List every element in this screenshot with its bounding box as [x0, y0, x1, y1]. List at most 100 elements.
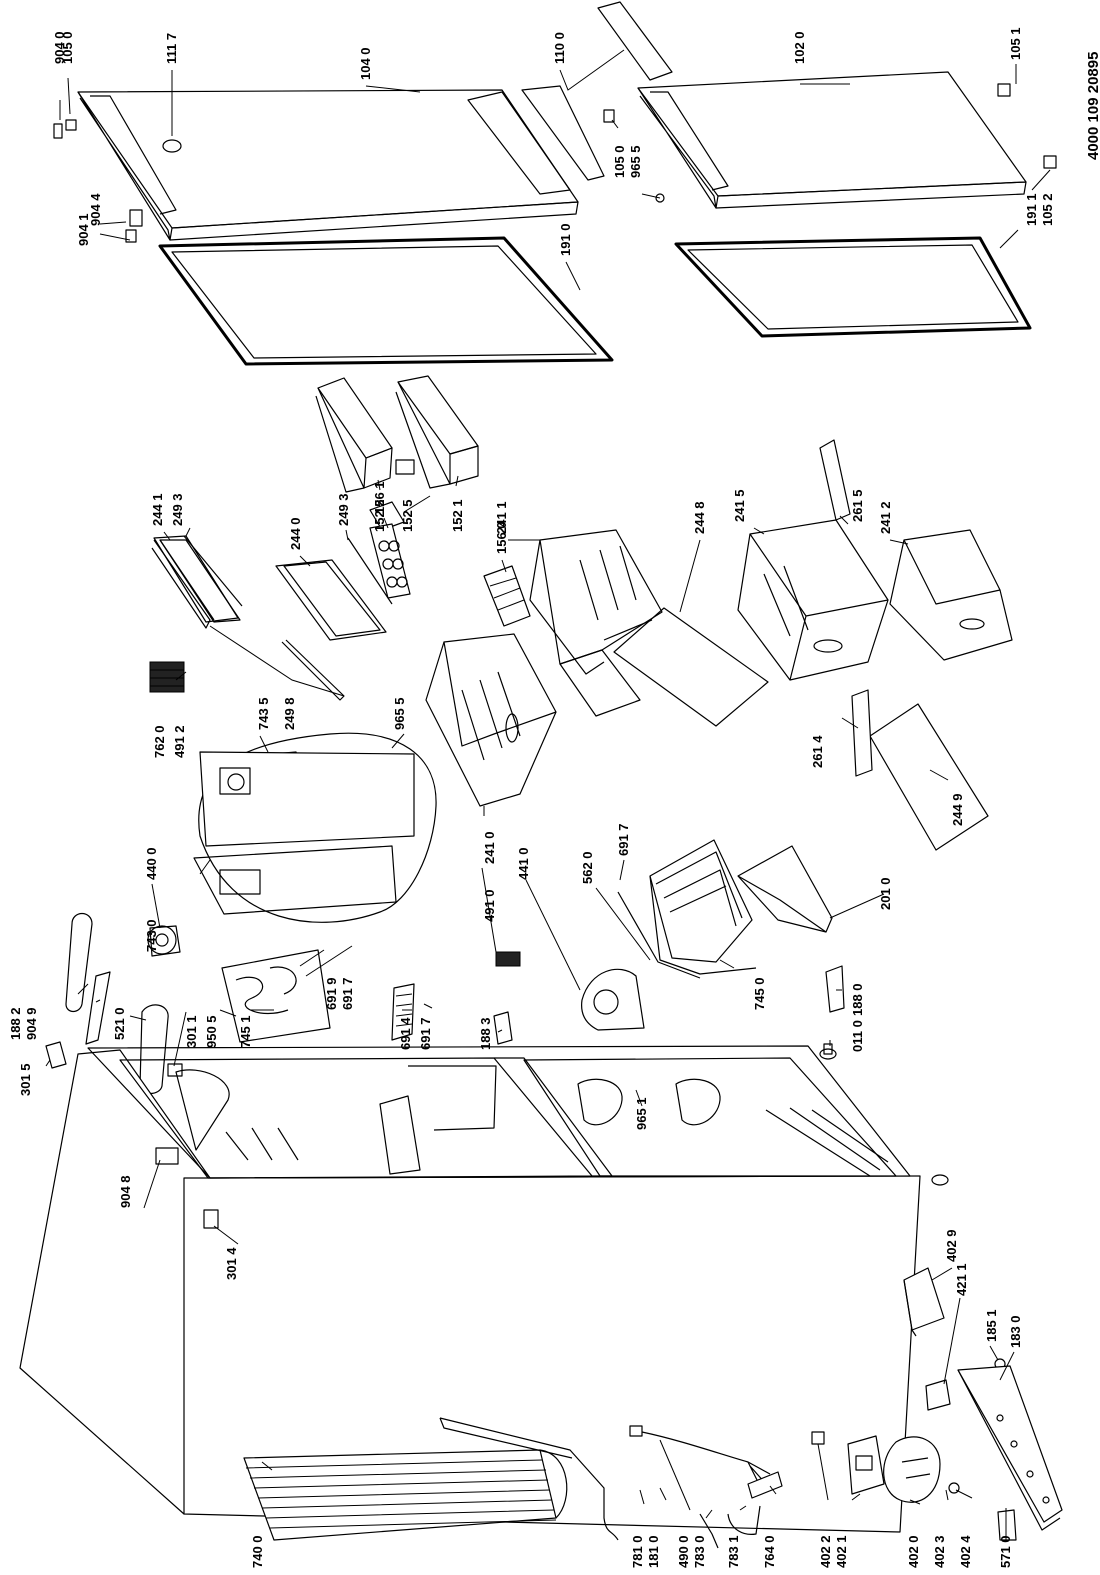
label-743-0: 743 0: [144, 919, 159, 952]
label-105-0b: 105 0: [612, 145, 627, 178]
label-244-1: 244 1: [150, 493, 165, 526]
egg-tray: [369, 523, 531, 627]
label-783-1: 783 1: [726, 1535, 741, 1568]
label-571-0: 571 0: [998, 1535, 1013, 1568]
label-104-0: 104 0: [358, 47, 373, 80]
label-402-3: 402 3: [932, 1535, 947, 1568]
condenser: [243, 1449, 568, 1541]
label-301-4: 301 4: [224, 1247, 239, 1280]
label-261-4: 261 4: [810, 735, 825, 768]
document-number: 4000 109 20895: [1085, 52, 1100, 160]
label-691-7a: 691 7: [616, 823, 631, 856]
fan-motor: [147, 925, 181, 957]
evaporator: [617, 839, 757, 979]
fridge-door: [637, 71, 1027, 209]
label-745-1: 745 1: [238, 1015, 253, 1048]
label-241-2: 241 2: [878, 501, 893, 534]
label-904-9: 904 9: [24, 1007, 39, 1040]
label-249-8: 249 8: [282, 697, 297, 730]
label-181-0: 181 0: [646, 1535, 661, 1568]
freezer-drawer-lower: [425, 633, 557, 807]
drip-tray: [737, 845, 833, 933]
label-491-2: 491 2: [172, 725, 187, 758]
power-cord: [629, 1425, 771, 1485]
door-handle: [521, 1, 673, 181]
label-244-9: 244 9: [950, 793, 965, 826]
label-152-5: 152 5: [400, 499, 415, 532]
label-490-0: 490 0: [676, 1535, 691, 1568]
label-244-8: 244 8: [692, 501, 707, 534]
label-301-5: 301 5: [18, 1063, 33, 1096]
hinge-caps: [53, 83, 1057, 243]
tubes: [699, 1505, 761, 1549]
relay-cap: [811, 1431, 825, 1445]
freezer-drawer-upper: [529, 529, 663, 717]
glass-plate-lower: [851, 689, 989, 851]
label-762-0: 762 0: [152, 725, 167, 758]
label-241-1: 241 1: [494, 501, 509, 534]
compressor: [883, 1436, 960, 1503]
label-904-4: 904 4: [88, 193, 103, 226]
label-402-2: 402 2: [818, 1535, 833, 1568]
label-105-0a: 105 0: [60, 31, 75, 64]
label-152-1: 152 1: [450, 499, 465, 532]
label-691-4: 691 4: [398, 1017, 413, 1050]
label-152-2: 152 2: [372, 499, 387, 532]
label-764-0: 764 0: [762, 1535, 777, 1568]
label-156-1: 156 1: [372, 481, 387, 514]
label-562-0: 562 0: [580, 851, 595, 884]
label-261-5: 261 5: [850, 489, 865, 522]
crisper-drawer-large: [737, 519, 889, 681]
heater-element: [221, 949, 331, 1043]
drawer-rail-upper: [819, 439, 851, 521]
label-965-5b: 965 5: [392, 697, 407, 730]
label-781-0: 781 0: [630, 1535, 645, 1568]
sensor-block: [495, 951, 521, 967]
label-011-0: 011 0: [850, 1020, 865, 1052]
label-402-0: 402 0: [906, 1535, 921, 1568]
compressor-cover: [903, 1267, 945, 1337]
label-441-0: 441 0: [516, 847, 531, 880]
label-105-2: 105 2: [1040, 193, 1055, 226]
filter-drier: [747, 1471, 783, 1499]
label-402-9: 402 9: [944, 1229, 959, 1262]
label-421-1: 421 1: [954, 1263, 969, 1296]
label-740-0: 740 0: [250, 1535, 265, 1568]
label-249-3a: 249 3: [170, 493, 185, 526]
label-105-1: 105 1: [1008, 27, 1023, 60]
label-185-1: 185 1: [984, 1309, 999, 1342]
light-cover: [391, 983, 415, 1041]
glass-plate-upper: [613, 607, 769, 727]
fan-blade-housing: [581, 968, 645, 1031]
label-965-5a: 965 5: [628, 145, 643, 178]
freezer-door-gasket: [158, 236, 614, 366]
label-904-0: 904 0: [52, 31, 67, 64]
relay-box: [847, 1435, 885, 1495]
cabinet-body: [19, 1045, 949, 1533]
compressor-base-plate: [957, 1365, 1063, 1531]
label-904-1: 904 1: [76, 213, 91, 246]
label-783-0: 783 0: [692, 1535, 707, 1568]
cabinet-clip: [45, 1041, 67, 1069]
label-745-0: 745 0: [752, 977, 767, 1010]
label-491-0: 491 0: [482, 889, 497, 922]
label-743-5: 743 5: [256, 697, 271, 730]
label-156-0: 156 0: [494, 521, 509, 554]
label-201-0: 201 0: [878, 877, 893, 910]
label-183-0: 183 0: [1008, 1315, 1023, 1348]
label-521-0: 521 0: [112, 1007, 127, 1040]
label-191-0: 191 0: [558, 223, 573, 256]
glass-shelves: [151, 535, 393, 701]
evaporator-cover-assembly: [193, 732, 437, 923]
pipe: [439, 1417, 619, 1541]
label-904-8: 904 8: [118, 1175, 133, 1208]
bracket-parts: [493, 965, 845, 1045]
thermostat-parts: [65, 912, 183, 1095]
label-402-1: 402 1: [834, 1535, 849, 1568]
adjustable-foot: [819, 1043, 837, 1060]
label-111-7: 111 7: [164, 33, 179, 64]
freezer-door: [77, 89, 579, 241]
label-965-1: 965 1: [634, 1097, 649, 1130]
label-950-5: 950 5: [204, 1015, 219, 1048]
